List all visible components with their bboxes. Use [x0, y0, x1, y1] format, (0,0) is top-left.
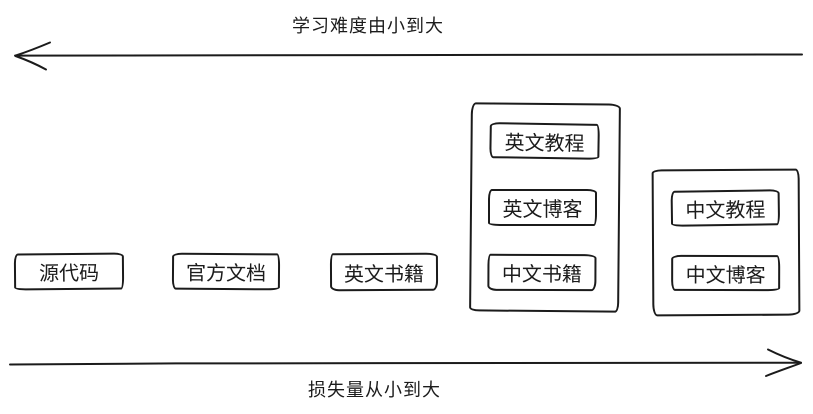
box-source-code: 源代码 — [13, 252, 125, 291]
box-chinese-books: 中文书籍 — [487, 253, 597, 292]
box-label: 中文书籍 — [501, 263, 582, 287]
box-label: 英文教程 — [504, 131, 585, 156]
box-official-docs: 官方文档 — [171, 252, 281, 291]
box-english-blogs: 英文博客 — [488, 188, 598, 226]
box-label: 中文博客 — [685, 264, 766, 287]
group-english-resources: 英文教程 英文博客 中文书籍 — [469, 102, 621, 313]
difficulty-axis-label: 学习难度由小到大 — [292, 16, 444, 36]
box-label: 英文博客 — [502, 198, 583, 221]
box-label: 中文教程 — [685, 198, 766, 223]
box-label: 英文书籍 — [343, 263, 425, 286]
group-chinese-resources: 中文教程 中文博客 — [651, 168, 801, 317]
loss-axis-label: 损失量从小到大 — [308, 380, 441, 400]
box-chinese-tutorials: 中文教程 — [670, 189, 781, 227]
box-english-tutorials: 英文教程 — [489, 122, 600, 160]
box-label: 官方文档 — [185, 262, 267, 286]
box-english-books: 英文书籍 — [329, 252, 439, 292]
box-label: 源代码 — [38, 262, 100, 286]
box-chinese-blogs: 中文博客 — [671, 254, 781, 292]
left-arrow-icon — [14, 41, 803, 71]
right-arrow-icon — [9, 348, 802, 377]
